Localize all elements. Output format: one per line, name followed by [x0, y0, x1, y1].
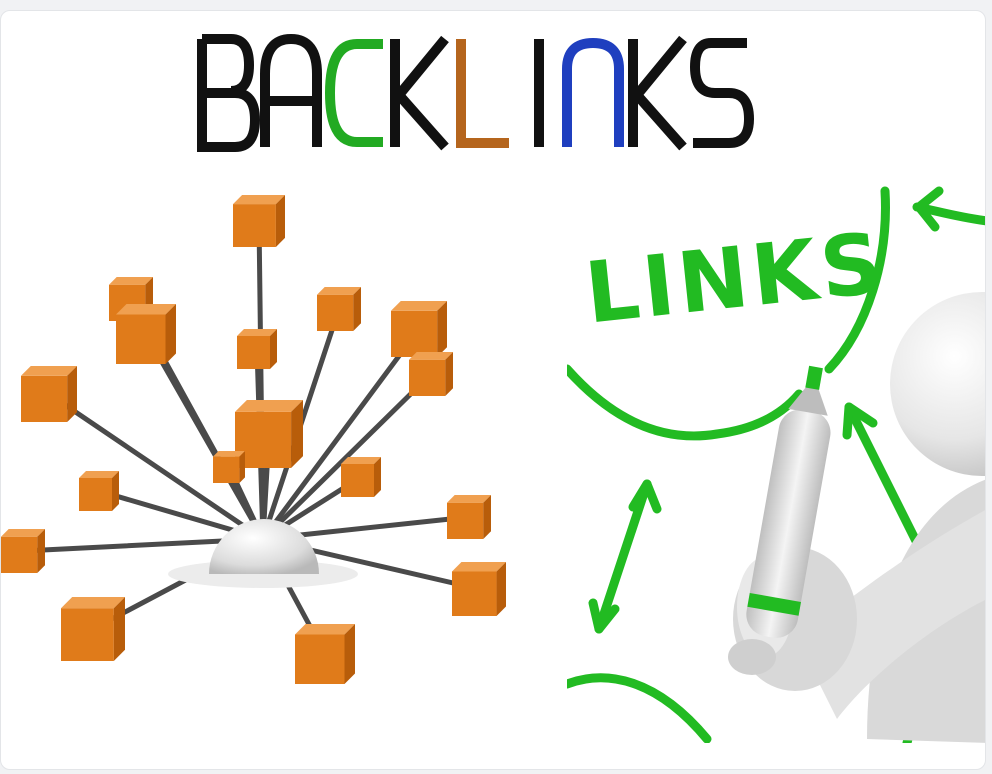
links-handwritten-text: LINKS — [581, 214, 890, 343]
orange-cube — [21, 366, 77, 422]
orange-cube — [61, 597, 125, 661]
orange-cube — [79, 471, 119, 511]
title-letter-k — [628, 35, 687, 151]
orange-cube — [409, 352, 453, 396]
orange-cube — [295, 624, 355, 684]
title-letter-n — [562, 37, 624, 147]
hub-dome — [209, 519, 319, 574]
marker-pen — [746, 365, 831, 638]
orange-cube — [213, 451, 245, 483]
title-letter-l — [456, 39, 509, 148]
backlinks-title-logo — [197, 33, 755, 152]
orange-cube — [116, 304, 176, 364]
orange-cube — [1, 529, 45, 573]
orange-cube — [237, 329, 277, 369]
title-letter-k — [390, 35, 449, 151]
title-letter-s — [689, 38, 755, 148]
image-card: LINKS — [0, 10, 986, 770]
network-cubes-illustration — [1, 195, 506, 684]
orange-cube — [447, 495, 491, 539]
links-marker-illustration: LINKS — [567, 186, 985, 743]
figure-head — [890, 292, 985, 476]
orange-cube — [452, 562, 506, 616]
orange-cube — [317, 287, 361, 331]
title-letter-c — [324, 39, 383, 147]
title-letter-a — [260, 33, 322, 147]
orange-cube — [233, 195, 285, 247]
orange-cube — [341, 457, 381, 497]
orange-cube — [391, 301, 447, 357]
title-letter-b — [197, 34, 261, 152]
orange-cube — [235, 400, 303, 468]
